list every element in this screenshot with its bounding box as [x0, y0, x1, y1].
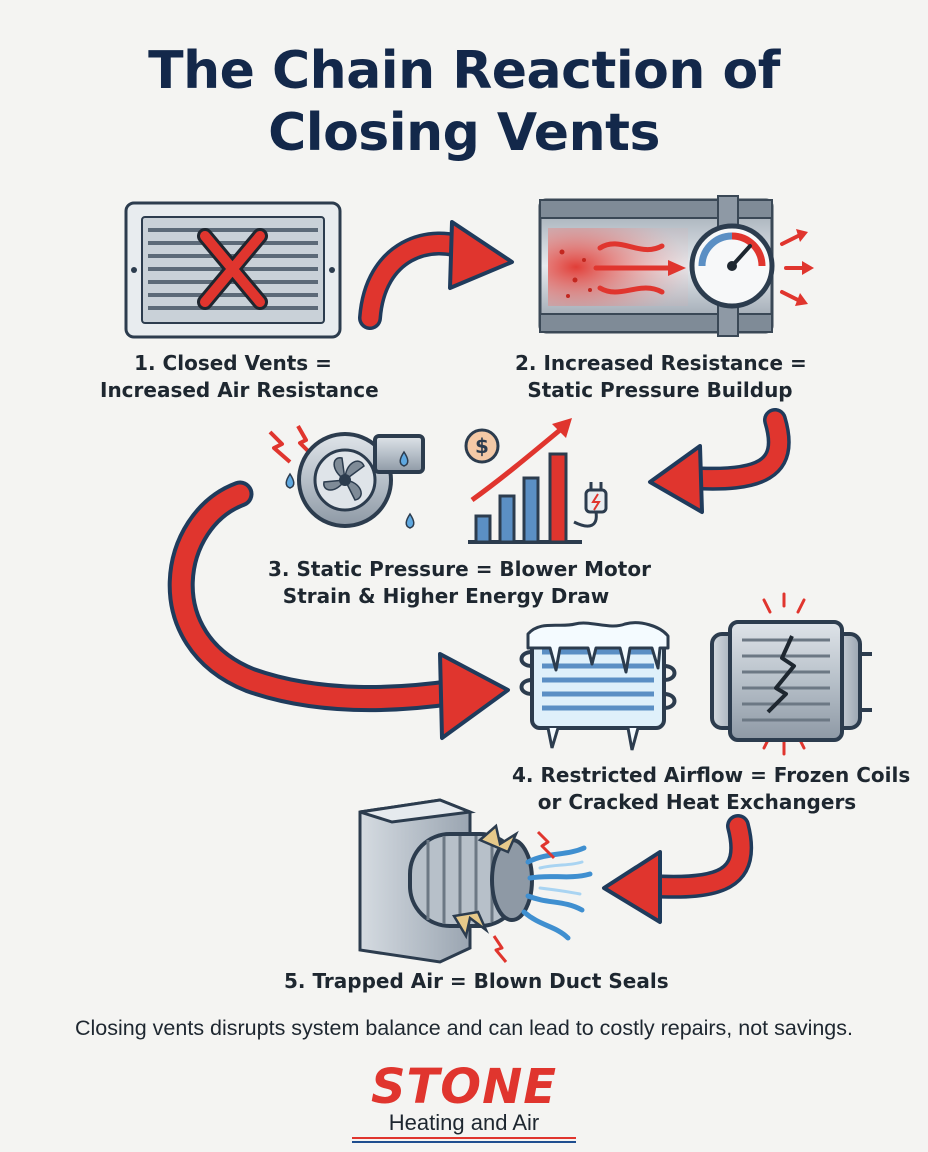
plug-icon: [573, 482, 608, 528]
dollar-icon: $: [464, 428, 500, 464]
page-title: The Chain Reaction of Closing Vents: [0, 40, 928, 164]
footer-note: Closing vents disrupts system balance an…: [75, 1016, 853, 1040]
step-3-caption: 3. Static Pressure = Blower Motor Strain…: [268, 556, 651, 610]
step-5-caption: 5. Trapped Air = Blown Duct Seals: [284, 968, 669, 995]
dollar-symbol: $: [475, 434, 489, 458]
step-1-line-1: 1. Closed Vents =: [134, 351, 332, 375]
pressure-gauge-icon: [689, 223, 775, 309]
title-line-2: Closing Vents: [268, 103, 660, 163]
step-2-caption: 2. Increased Resistance = Static Pressur…: [515, 350, 807, 404]
step-1-caption: 1. Closed Vents = Increased Air Resistan…: [100, 350, 379, 404]
brand-logo-name: STONE: [370, 1059, 558, 1115]
energy-cost-chart-icon: [468, 418, 582, 544]
water-drop-icon: [285, 450, 415, 529]
spark-icon: [268, 425, 314, 464]
step-5-line-1: 5. Trapped Air = Blown Duct Seals: [284, 969, 669, 993]
step-2-line-1: 2. Increased Resistance =: [515, 351, 807, 375]
step-1-line-2: Increased Air Resistance: [100, 378, 379, 402]
arrow-step3-to-step4: [167, 480, 510, 740]
title-line-1: The Chain Reaction of: [148, 41, 780, 101]
blown-duct-seal-icon: [358, 798, 593, 964]
arrow-step2-to-step3: [648, 408, 791, 514]
step-4-line-2: or Cracked Heat Exchangers: [537, 790, 857, 814]
brand-logo-tagline: Heating and Air: [388, 1110, 540, 1135]
arrow-step4-to-step5: [602, 814, 754, 924]
step-3-line-1: 3. Static Pressure = Blower Motor: [268, 557, 651, 581]
arrow-step1-to-step2: [358, 220, 514, 330]
step-3-line-2: Strain & Higher Energy Draw: [282, 584, 610, 608]
pressure-arrows: [780, 229, 814, 306]
spark-icon: [492, 830, 556, 963]
step-4-line-1: 4. Restricted Airflow = Frozen Coils: [512, 763, 911, 787]
cracked-heat-exchanger-icon: [710, 620, 872, 742]
frozen-coil-icon: [519, 621, 677, 751]
step-2-line-2: Static Pressure Buildup: [527, 378, 793, 402]
x-mark-icon: [197, 228, 268, 310]
blower-fan-icon: [297, 432, 425, 528]
step-4-caption: 4. Restricted Airflow = Frozen Coils or …: [512, 762, 911, 816]
